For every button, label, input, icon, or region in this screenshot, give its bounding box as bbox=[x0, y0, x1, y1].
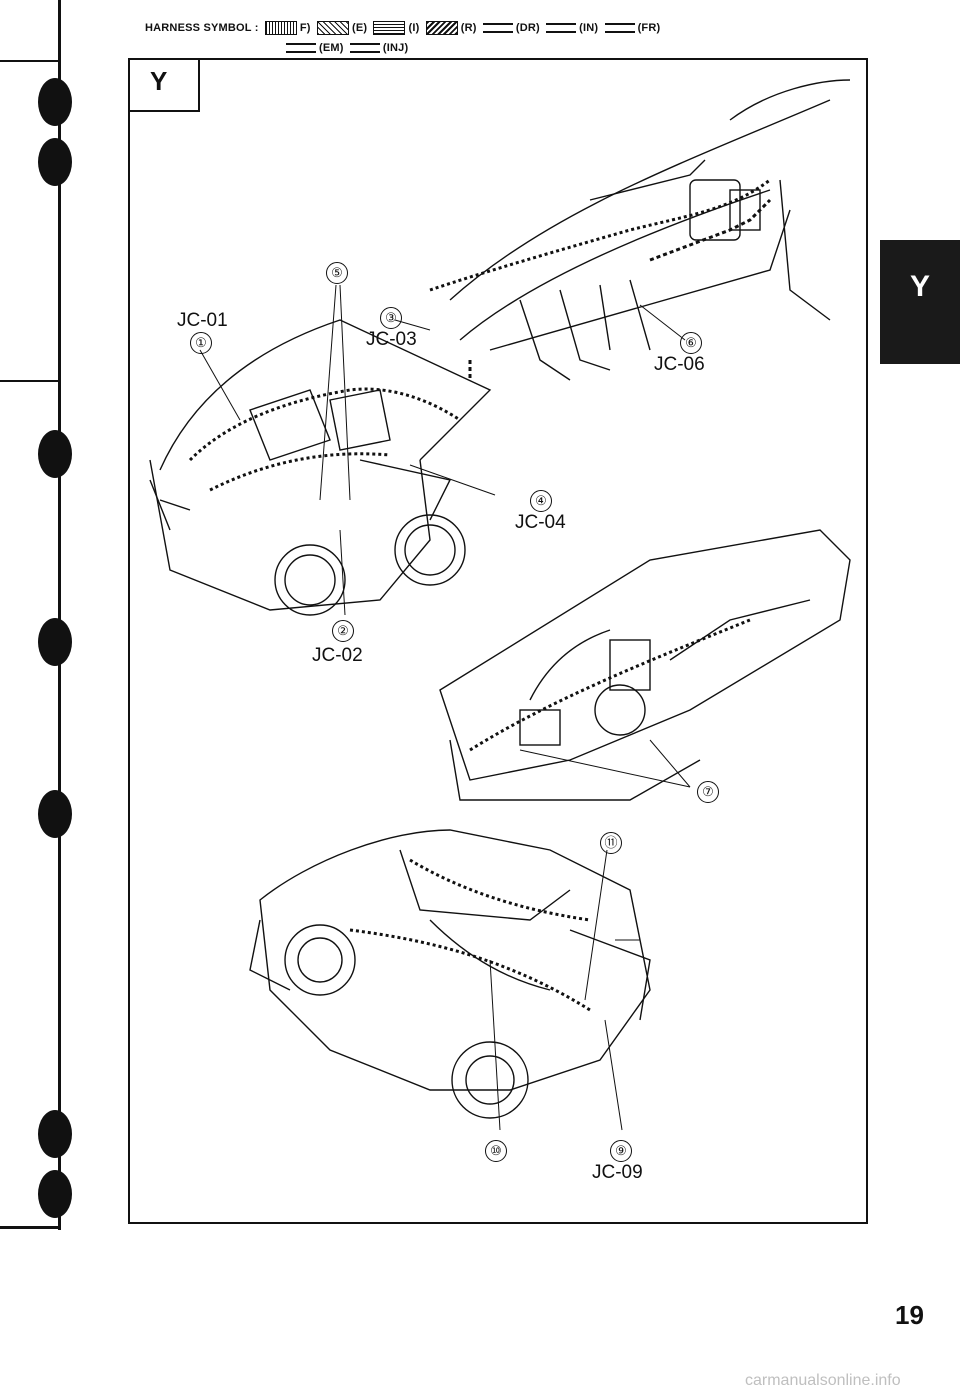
legend-code: (DR) bbox=[515, 22, 540, 34]
callout-11: ⑪ bbox=[600, 832, 622, 854]
legend-code: (FR) bbox=[637, 22, 661, 34]
section-box bbox=[128, 58, 200, 112]
callout-number: ⑪ bbox=[600, 832, 622, 854]
pattern-hatch-icon bbox=[425, 21, 458, 36]
callout-4: ④ bbox=[530, 490, 552, 512]
pattern-dot-line-icon bbox=[546, 23, 577, 34]
legend-code: (R) bbox=[460, 22, 477, 34]
callout-number: ⑦ bbox=[697, 781, 719, 803]
leader-lines bbox=[199, 284, 691, 1131]
callout-number: ⑩ bbox=[485, 1140, 507, 1162]
vehicle-body-illustration bbox=[249, 829, 651, 1119]
callout-9: ⑨ bbox=[610, 1140, 632, 1162]
callout-jc06-code: JC-06 bbox=[654, 354, 705, 375]
legend-row-2: (EM) (INJ) bbox=[145, 38, 845, 58]
pattern-plus-line-icon bbox=[482, 23, 513, 34]
diagram-frame bbox=[128, 58, 868, 1224]
callout-6: ⑥ bbox=[680, 332, 702, 354]
pattern-horiz-icon bbox=[373, 21, 406, 36]
callout-jc02-code: JC-02 bbox=[312, 645, 363, 666]
binder-bottom bbox=[0, 1226, 61, 1229]
pattern-dots-icon bbox=[264, 21, 297, 36]
pattern-diag-icon bbox=[316, 21, 349, 36]
legend-code: (I) bbox=[408, 22, 420, 34]
callout-number: ③ bbox=[380, 307, 402, 329]
binder-hole bbox=[38, 618, 72, 666]
section-label: Y bbox=[150, 66, 168, 96]
callout-2: ② bbox=[332, 620, 354, 642]
binder-hole bbox=[38, 138, 72, 186]
binder-hole bbox=[38, 430, 72, 478]
legend-code: (E) bbox=[351, 22, 368, 34]
legend-code: (IN) bbox=[579, 22, 599, 34]
watermark: carmanualsonline.info bbox=[745, 1372, 901, 1389]
callout-jc01-code: JC-01 bbox=[177, 310, 228, 331]
legend-code: (EM) bbox=[319, 42, 344, 54]
dashboard-top-illustration bbox=[429, 79, 851, 381]
side-tab-label: Y bbox=[909, 270, 930, 303]
callout-number: ④ bbox=[530, 490, 552, 512]
callout-10: ⑩ bbox=[485, 1140, 507, 1162]
callout-jc04-code: JC-04 bbox=[515, 512, 566, 533]
callout-jc09-code: JC-09 bbox=[592, 1162, 643, 1183]
page-number: 19 bbox=[895, 1300, 924, 1330]
side-tab[interactable] bbox=[880, 240, 960, 364]
engine-bay-illustration bbox=[149, 319, 492, 616]
harness-drawing bbox=[149, 79, 851, 1131]
legend-code: F) bbox=[299, 22, 311, 34]
pattern-star-line-icon bbox=[604, 23, 635, 34]
callout-number: ⑨ bbox=[610, 1140, 632, 1162]
pattern-diamond-line-icon bbox=[286, 43, 316, 54]
callout-number: ② bbox=[332, 620, 354, 642]
callout-number: ⑥ bbox=[680, 332, 702, 354]
instrument-panel-illustration bbox=[439, 529, 851, 801]
binder-hole bbox=[38, 1170, 72, 1218]
callout-3: ③ bbox=[380, 307, 402, 329]
callout-7: ⑦ bbox=[697, 781, 719, 803]
legend-code: (INJ) bbox=[382, 42, 409, 54]
legend-row-1: HARNESS SYMBOL : F) (E) (I) (R) (DR) (IN… bbox=[145, 18, 845, 38]
callout-1: ① bbox=[190, 332, 212, 354]
binder-hole bbox=[38, 1110, 72, 1158]
harness-symbol-legend: HARNESS SYMBOL : F) (E) (I) (R) (DR) (IN… bbox=[145, 18, 845, 58]
legend-title: HARNESS SYMBOL : bbox=[145, 22, 259, 34]
callout-jc03-code: JC-03 bbox=[366, 329, 417, 350]
binder-hole bbox=[38, 790, 72, 838]
pattern-zigzag-line-icon bbox=[349, 43, 380, 54]
binder-hole bbox=[38, 78, 72, 126]
binder-line bbox=[58, 0, 61, 1230]
callout-5: ⑤ bbox=[326, 262, 348, 284]
callout-number: ⑤ bbox=[326, 262, 348, 284]
callout-number: ① bbox=[190, 332, 212, 354]
